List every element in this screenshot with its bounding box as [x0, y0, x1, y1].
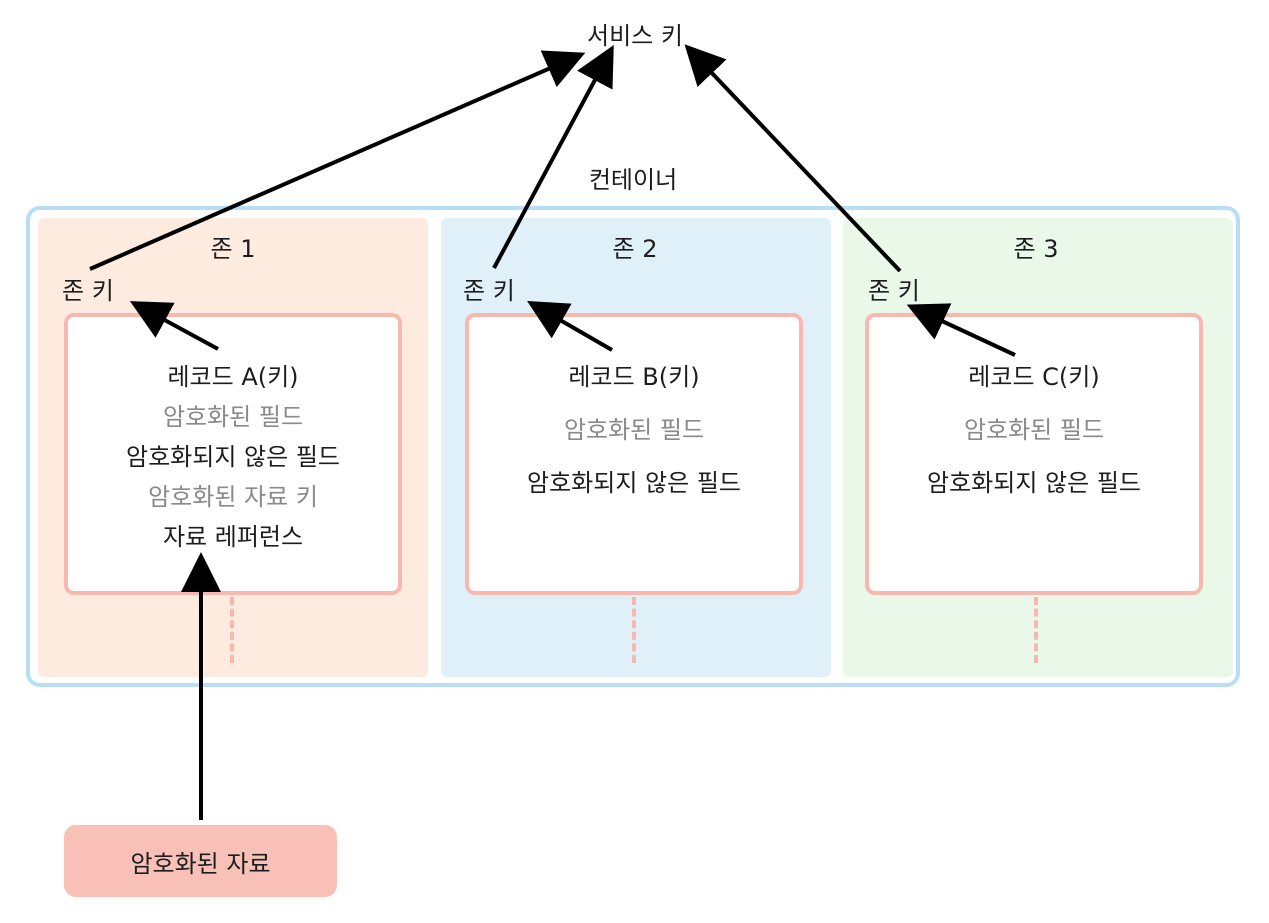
container-box — [26, 206, 1240, 687]
record-a-box — [64, 313, 402, 595]
zone-2-title: 존 2 — [612, 235, 658, 263]
record-b-title: 레코드 B(키) — [568, 363, 700, 391]
record-c-encrypted-field: 암호화된 필드 — [963, 416, 1105, 444]
record-a-title: 레코드 A(키) — [167, 363, 299, 391]
record-a-encrypted-data-key: 암호화된 자료 키 — [148, 483, 318, 511]
encrypted-data-box: 암호화된 자료 — [64, 825, 337, 897]
service-key-label: 서비스 키 — [587, 22, 683, 50]
record-b-encrypted-field: 암호화된 필드 — [563, 416, 705, 444]
record-a-unencrypted-field: 암호화되지 않은 필드 — [126, 443, 340, 471]
record-c-unencrypted-field: 암호화되지 않은 필드 — [927, 469, 1141, 497]
record-c-title: 레코드 C(키) — [968, 363, 1100, 391]
record-c-box — [865, 313, 1203, 595]
record-a-data-reference: 자료 레퍼런스 — [162, 523, 304, 551]
zone-3-key: 존 키 — [868, 277, 920, 305]
zone-2-key: 존 키 — [463, 277, 515, 305]
zone-1-title: 존 1 — [210, 235, 256, 263]
zone-1-key: 존 키 — [62, 277, 114, 305]
record-b-unencrypted-field: 암호화되지 않은 필드 — [527, 469, 741, 497]
record-b-more-dashes — [632, 597, 636, 663]
container-label: 컨테이너 — [588, 166, 678, 194]
record-b-box — [465, 313, 803, 595]
record-a-encrypted-field: 암호화된 필드 — [162, 403, 304, 431]
record-a-more-dashes — [230, 597, 234, 663]
zone-3-title: 존 3 — [1013, 235, 1059, 263]
record-c-more-dashes — [1034, 597, 1038, 663]
encrypted-data-label: 암호화된 자료 — [130, 849, 271, 878]
